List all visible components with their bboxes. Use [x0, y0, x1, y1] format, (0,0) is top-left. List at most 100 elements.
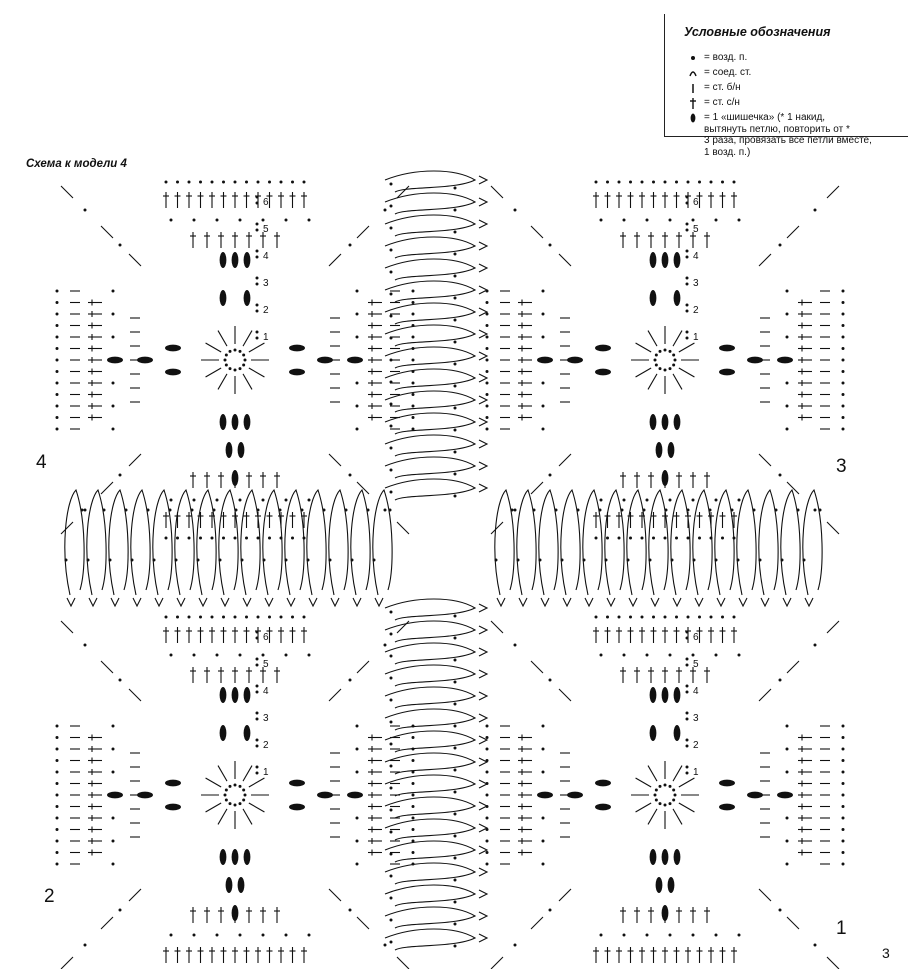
- chain-dot: [516, 558, 520, 562]
- chain-dot: [532, 508, 536, 512]
- bobble-mark: [777, 356, 793, 364]
- bobble-mark: [237, 442, 245, 458]
- spoke-mark: [242, 330, 253, 347]
- chain-dot: [599, 933, 603, 937]
- chain-dot: [210, 536, 214, 540]
- bobble-mark: [243, 687, 251, 703]
- spoke-mark: [248, 802, 265, 813]
- joining-loop: [384, 774, 477, 797]
- chain-dot: [485, 816, 489, 820]
- arrow-mark: [478, 625, 489, 635]
- chain-dot: [233, 368, 237, 372]
- chain-dot: [841, 747, 845, 751]
- diagonal-stitch-mark: [530, 481, 544, 495]
- diagonal-stitch-mark: [530, 660, 544, 674]
- chain-dot: [453, 428, 457, 432]
- chain-dot: [686, 180, 690, 184]
- chain-dot: [389, 336, 393, 340]
- chain-dot: [118, 243, 122, 247]
- chain-dot: [224, 798, 228, 802]
- bobble-mark: [661, 849, 669, 865]
- chain-dot: [55, 347, 59, 350]
- chain-dot: [780, 558, 784, 562]
- chain-dot: [389, 654, 393, 658]
- chain-dot: [485, 324, 489, 327]
- chain-dot: [841, 736, 845, 739]
- bobble-mark: [673, 414, 681, 430]
- chain-dot: [255, 690, 259, 694]
- diagonal-stitch-mark: [100, 225, 114, 239]
- diagonal-stitch-mark: [558, 888, 572, 902]
- chain-dot: [55, 404, 59, 408]
- chain-dot: [541, 770, 545, 774]
- chain-dot: [841, 770, 845, 774]
- chain-dot: [686, 615, 690, 619]
- spoke-mark: [217, 373, 228, 390]
- chain-dot: [242, 353, 246, 357]
- spoke-mark: [248, 777, 265, 788]
- chain-dot: [233, 783, 237, 787]
- chain-dot: [685, 657, 689, 661]
- joining-loop: [384, 862, 477, 885]
- chain-dot: [212, 508, 216, 512]
- chain-dot: [785, 335, 789, 339]
- chain-dot: [485, 404, 489, 408]
- chain-dot: [709, 615, 713, 619]
- chain-dot: [485, 335, 489, 339]
- chain-dot: [708, 508, 712, 512]
- bobble-mark: [225, 877, 233, 893]
- chain-dot: [111, 312, 115, 316]
- chain-dot: [672, 363, 676, 367]
- chain-dot: [453, 878, 457, 882]
- joining-loop: [384, 664, 477, 687]
- spoke-mark: [635, 777, 652, 788]
- chain-dot: [485, 370, 489, 373]
- chain-dot: [453, 406, 457, 410]
- chain-dot: [653, 358, 657, 362]
- joining-loop: [714, 488, 735, 596]
- chain-dot: [389, 940, 393, 944]
- chain-dot: [86, 558, 90, 562]
- diagonal-stitch-mark: [490, 185, 504, 199]
- round-number: 4: [263, 686, 269, 697]
- chain-dot: [453, 856, 457, 860]
- chain-dot: [238, 218, 242, 222]
- diagonal-stitch-mark: [100, 916, 114, 930]
- round-number: 3: [263, 278, 269, 289]
- joining-loop: [802, 488, 823, 596]
- chain-dot: [732, 180, 736, 184]
- diagonal-stitch-mark: [826, 521, 840, 535]
- chain-dot: [83, 943, 87, 947]
- horizontal-joining-strip-left: [64, 488, 393, 608]
- chain-dot: [169, 653, 173, 657]
- bobble-mark: [243, 414, 251, 430]
- chain-dot: [284, 653, 288, 657]
- bobble-mark: [243, 725, 251, 741]
- chain-dot: [55, 381, 59, 385]
- chain-dot: [80, 508, 84, 512]
- chain-dot: [192, 933, 196, 937]
- chain-dot: [485, 312, 489, 316]
- chain-dot: [222, 180, 225, 184]
- chain-dot: [255, 744, 259, 748]
- arrow-mark: [672, 597, 682, 608]
- chain-dot: [111, 839, 115, 843]
- chain-dot: [685, 201, 689, 205]
- joining-loop: [384, 192, 477, 215]
- chain-dot: [255, 717, 259, 721]
- chain-dot: [355, 381, 359, 385]
- bobble-mark: [289, 368, 305, 376]
- chain-dot: [640, 615, 644, 619]
- chain-dot: [541, 289, 545, 293]
- bobble-mark: [655, 442, 663, 458]
- chain-dot: [55, 289, 59, 293]
- chain-dot: [685, 282, 689, 286]
- bobble-mark: [237, 877, 245, 893]
- arrow-mark: [628, 597, 638, 608]
- chain-dot: [118, 678, 122, 682]
- chain-dot: [672, 798, 676, 802]
- chain-dot: [255, 276, 259, 280]
- chain-dot: [210, 180, 214, 184]
- joining-loop: [384, 840, 477, 863]
